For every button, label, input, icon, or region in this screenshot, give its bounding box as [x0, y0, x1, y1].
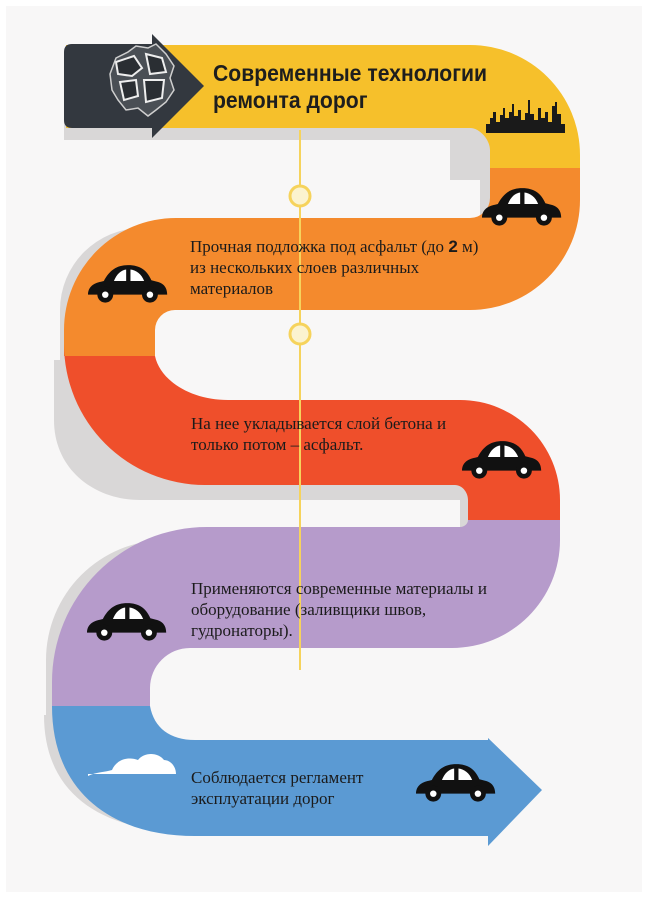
step-1-text: Прочная подложка под асфальт (до 2 м) из… — [190, 237, 479, 298]
band-blue — [52, 706, 542, 846]
title-line-2: ремонта дорог — [213, 87, 368, 113]
page-title: Современные технологии ремонта дорог — [213, 60, 507, 114]
band-yellow — [66, 45, 580, 168]
step-3-text: Применяются современные материалы и обор… — [191, 579, 487, 640]
cracked-asphalt-icon — [109, 43, 175, 117]
step-4-text: Соблюдается регламент эксплуатации дорог — [191, 768, 364, 808]
timeline-node-icon — [288, 322, 312, 346]
depth-value: 2 — [448, 237, 458, 256]
city-skyline-icon — [486, 100, 565, 133]
timeline-node-icon — [288, 184, 312, 208]
band-red — [64, 344, 560, 520]
band-orange — [64, 168, 580, 356]
step-2-text: На нее укладывается слой бетона и только… — [191, 414, 447, 454]
cloud-icon — [88, 754, 176, 776]
title-line-1: Современные технологии — [213, 60, 488, 86]
band-purple — [52, 520, 560, 706]
